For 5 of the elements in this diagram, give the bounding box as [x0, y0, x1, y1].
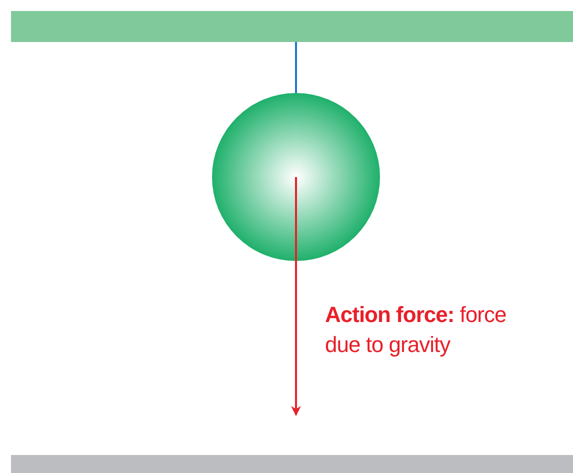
hanging-ball — [212, 93, 380, 261]
floor-bar — [11, 455, 573, 473]
ceiling-bar — [11, 11, 573, 42]
force-label: Action force: force due to gravity — [325, 301, 508, 359]
string-line — [295, 42, 297, 93]
